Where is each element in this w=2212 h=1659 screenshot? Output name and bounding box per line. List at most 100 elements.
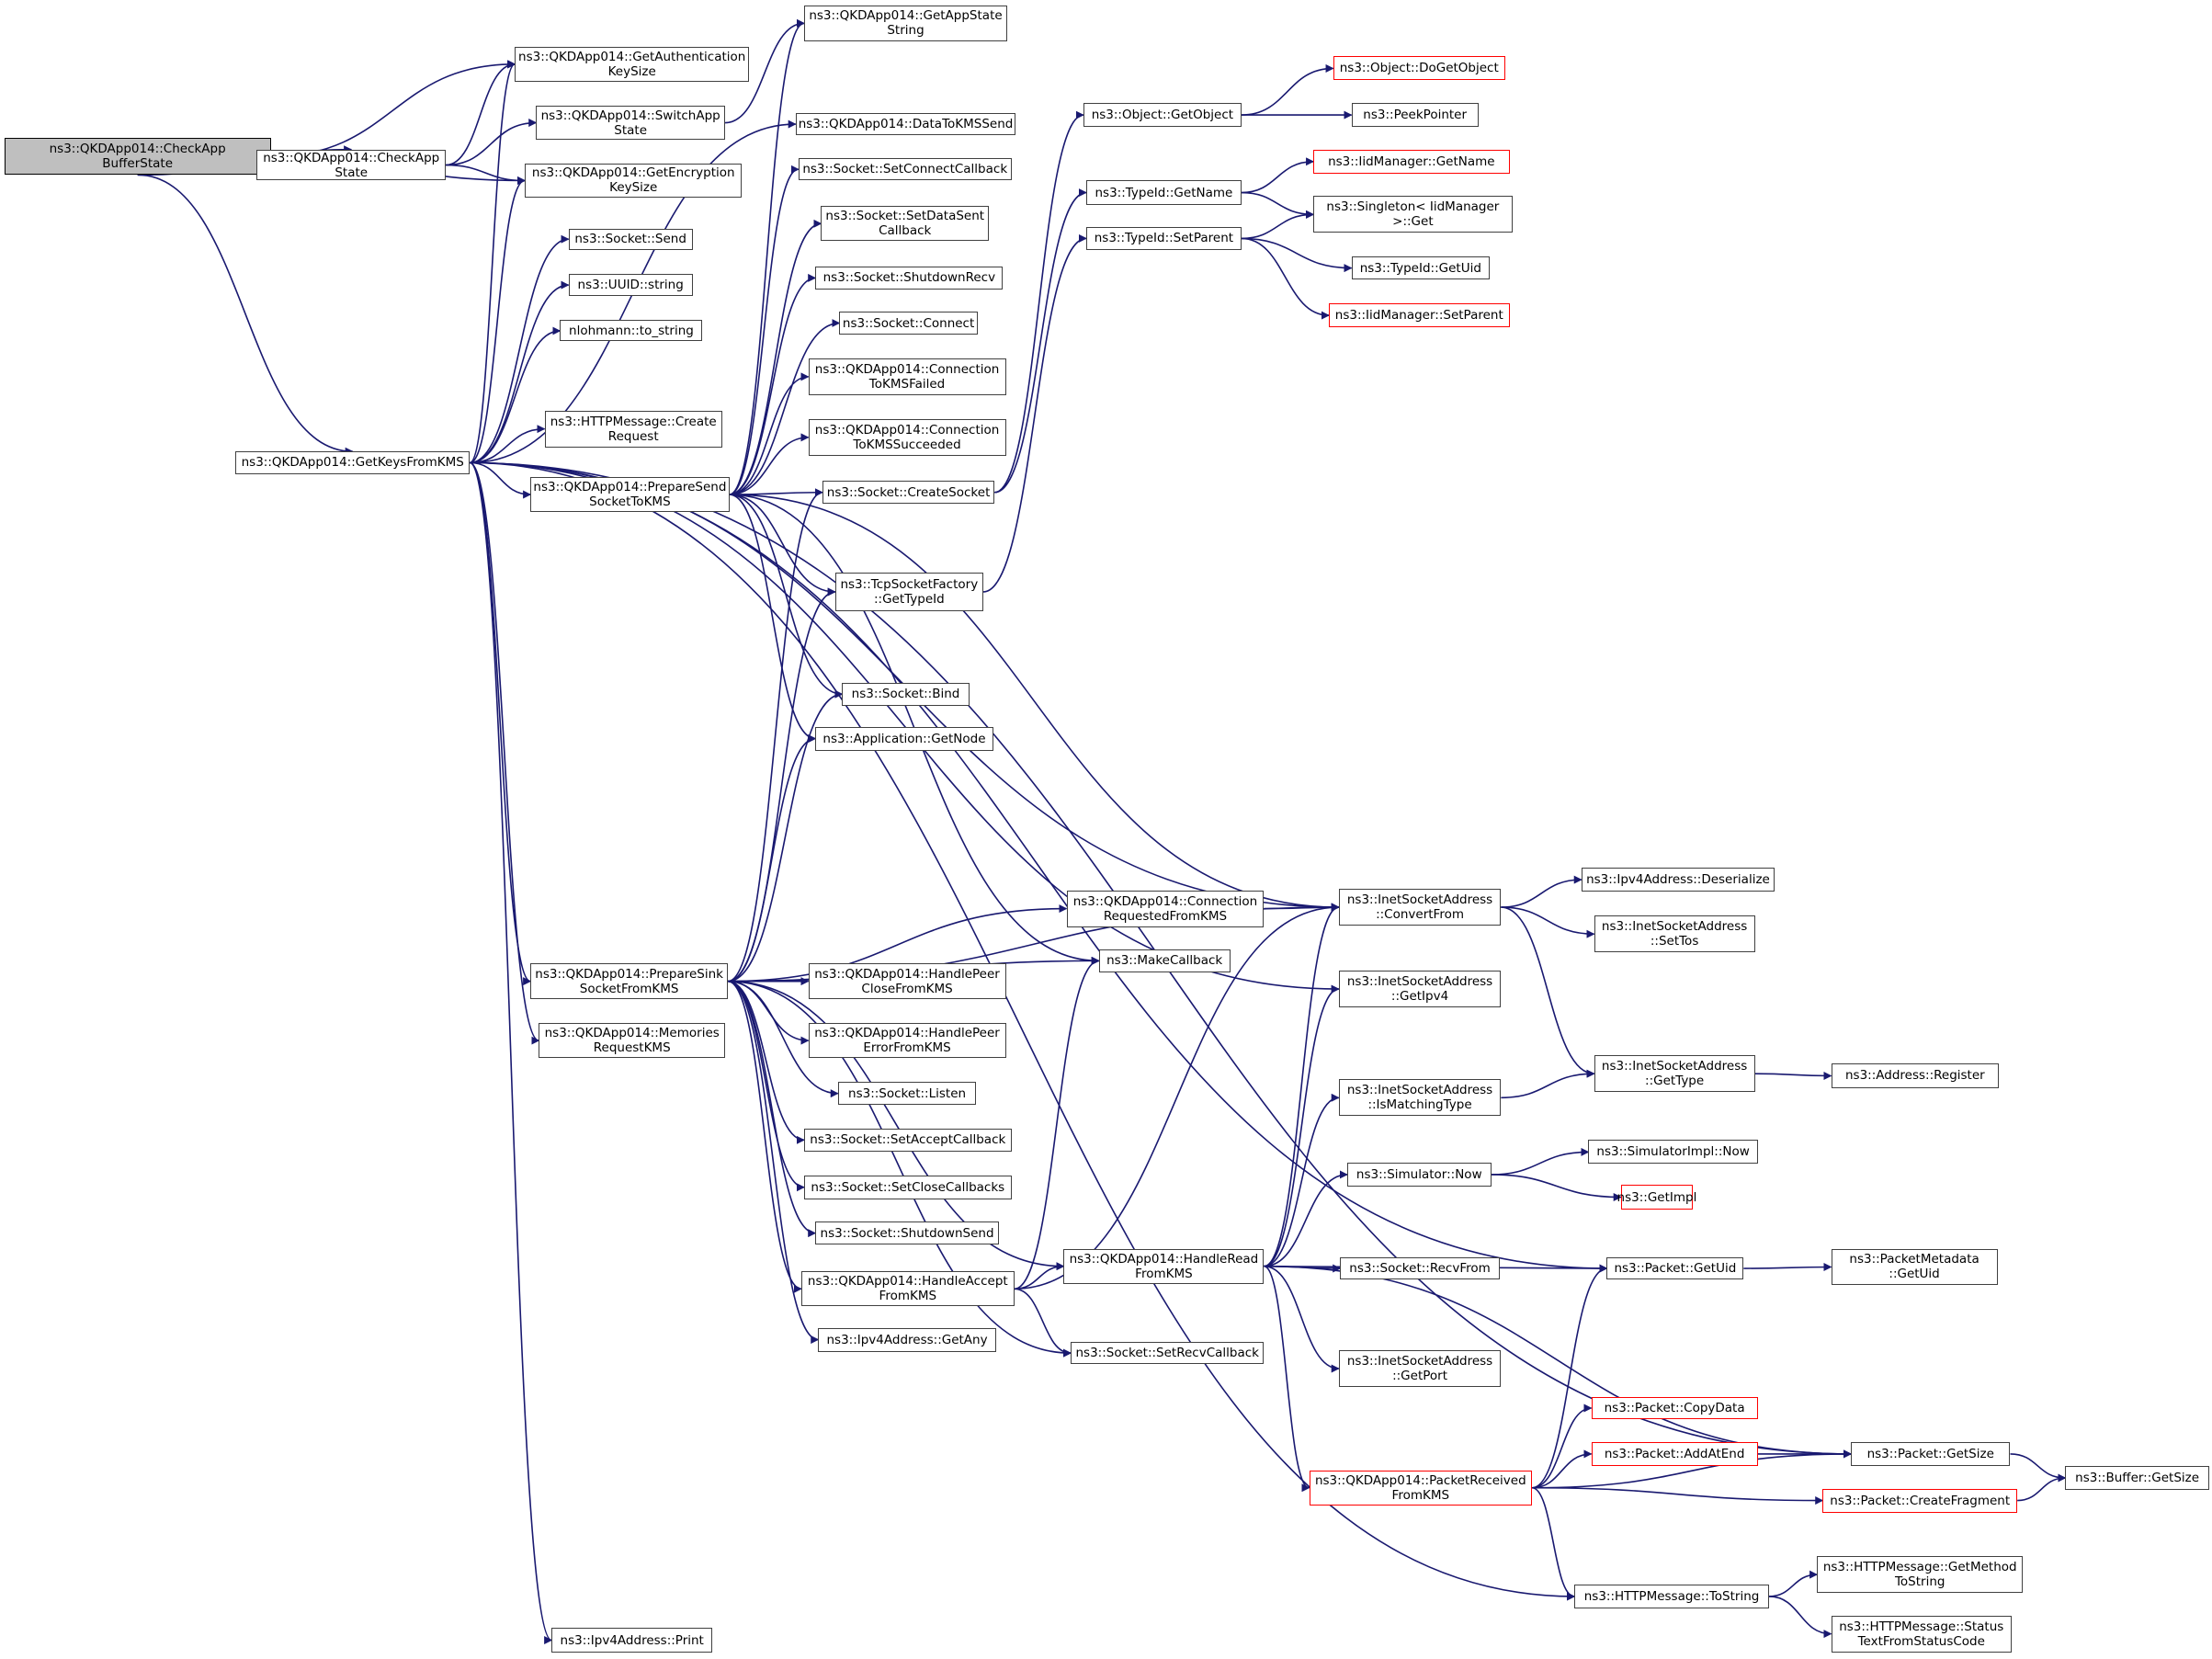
node-set-connect-callback[interactable]: ns3::Socket::SetConnectCallback xyxy=(798,157,1012,181)
node-set-recv-callback[interactable]: ns3::Socket::SetRecvCallback xyxy=(1071,1341,1265,1365)
node-set-accept-callback[interactable]: ns3::Socket::SetAcceptCallback xyxy=(803,1129,1012,1152)
node-get-type[interactable]: ns3::InetSocketAddress ::GetType xyxy=(1594,1055,1755,1093)
node-buffer-get-size[interactable]: ns3::Buffer::GetSize xyxy=(2065,1465,2209,1491)
node-nlohmann-to-string[interactable]: nlohmann::to_string xyxy=(560,320,703,342)
node-packet-get-uid[interactable]: ns3::Packet::GetUid xyxy=(1606,1256,1744,1280)
node-simulator-impl-now[interactable]: ns3::SimulatorImpl::Now xyxy=(1588,1140,1758,1165)
node-packet-received[interactable]: ns3::QKDApp014::PacketReceived FromKMS xyxy=(1309,1470,1533,1506)
node-label: ns3::Socket::SetConnectCallback xyxy=(802,162,1008,177)
edge-check-app-state-to-switch-app-state xyxy=(446,119,538,166)
node-get-ipv4[interactable]: ns3::InetSocketAddress ::GetIpv4 xyxy=(1338,971,1502,1008)
node-ipv4-deserialize[interactable]: ns3::Ipv4Address::Deserialize xyxy=(1581,868,1775,892)
edge-prepare-sink-to-get-node xyxy=(728,734,817,983)
node-copy-data[interactable]: ns3::Packet::CopyData xyxy=(1591,1396,1758,1420)
node-type-id-set-parent[interactable]: ns3::TypeId::SetParent xyxy=(1086,227,1242,250)
node-singleton-get[interactable]: ns3::Singleton< IidManager >::Get xyxy=(1313,196,1513,233)
node-label: ns3::SimulatorImpl::Now xyxy=(1596,1144,1750,1160)
edge-prepare-sink-to-socket-bind xyxy=(728,689,844,983)
edge-prepare-sink-to-ipv4-get-any xyxy=(727,980,820,1344)
node-make-callback[interactable]: ns3::MakeCallback xyxy=(1098,949,1231,972)
node-label: nlohmann::to_string xyxy=(569,323,694,338)
node-packet-get-size[interactable]: ns3::Packet::GetSize xyxy=(1851,1441,2011,1466)
node-get-port[interactable]: ns3::InetSocketAddress ::GetPort xyxy=(1338,1350,1502,1387)
node-label: ns3::Simulator::Now xyxy=(1356,1166,1482,1182)
node-peek-pointer[interactable]: ns3::PeekPointer xyxy=(1351,103,1479,128)
node-iid-set-parent[interactable]: ns3::IidManager::SetParent xyxy=(1329,303,1510,328)
edge-get-keys-from-kms-to-memories-request xyxy=(469,461,540,1045)
node-create-request[interactable]: ns3::HTTPMessage::Create Request xyxy=(544,410,722,448)
node-get-node[interactable]: ns3::Application::GetNode xyxy=(815,726,993,751)
node-simulator-now[interactable]: ns3::Simulator::Now xyxy=(1346,1162,1492,1187)
node-label: ns3::QKDApp014::HandlePeer CloseFromKMS xyxy=(814,966,1000,996)
node-uuid-string[interactable]: ns3::UUID::string xyxy=(568,273,693,297)
node-socket-bind[interactable]: ns3::Socket::Bind xyxy=(842,682,970,706)
node-do-get-object[interactable]: ns3::Object::DoGetObject xyxy=(1333,56,1505,81)
node-get-object[interactable]: ns3::Object::GetObject xyxy=(1083,103,1242,128)
edge-handle-read-to-packet-received xyxy=(1264,1265,1310,1493)
node-conn-failed[interactable]: ns3::QKDApp014::Connection ToKMSFailed xyxy=(808,358,1006,395)
edge-create-socket-to-get-object xyxy=(994,110,1084,494)
node-type-id-get-name[interactable]: ns3::TypeId::GetName xyxy=(1086,180,1242,205)
node-set-data-sent-callback[interactable]: ns3::Socket::SetDataSent Callback xyxy=(821,206,990,242)
node-create-socket[interactable]: ns3::Socket::CreateSocket xyxy=(822,481,995,504)
node-status-text[interactable]: ns3::HTTPMessage::Status TextFromStatusC… xyxy=(1831,1615,2012,1653)
node-label: ns3::QKDApp014::PrepareSend SocketToKMS xyxy=(533,480,727,510)
node-set-close-callbacks[interactable]: ns3::Socket::SetCloseCallbacks xyxy=(803,1175,1012,1199)
node-conn-requested[interactable]: ns3::QKDApp014::Connection RequestedFrom… xyxy=(1066,890,1265,927)
edge-convert-from-to-set-tos xyxy=(1501,906,1595,938)
node-convert-from[interactable]: ns3::InetSocketAddress ::ConvertFrom xyxy=(1338,889,1502,926)
edge-packet-received-to-http-to-string xyxy=(1531,1486,1576,1601)
node-http-to-string[interactable]: ns3::HTTPMessage::ToString xyxy=(1574,1584,1769,1608)
node-type-id-get-uid[interactable]: ns3::TypeId::GetUid xyxy=(1351,256,1491,279)
edge-get-keys-from-kms-to-socket-send xyxy=(470,234,570,464)
node-metadata-get-uid[interactable]: ns3::PacketMetadata ::GetUid xyxy=(1831,1248,1998,1286)
node-get-impl[interactable]: ns3::GetImpl xyxy=(1617,1185,1696,1210)
node-is-matching-type[interactable]: ns3::InetSocketAddress ::IsMatchingType xyxy=(1338,1079,1502,1117)
node-data-to-kmssend[interactable]: ns3::QKDApp014::DataToKMSSend xyxy=(795,112,1016,136)
node-get-enc-key-size[interactable]: ns3::QKDApp014::GetEncryption KeySize xyxy=(525,164,743,198)
node-shutdown-send[interactable]: ns3::Socket::ShutdownSend xyxy=(815,1222,999,1244)
node-recv-from[interactable]: ns3::Socket::RecvFrom xyxy=(1340,1256,1500,1280)
node-conn-succeeded[interactable]: ns3::QKDApp014::Connection ToKMSSucceede… xyxy=(808,418,1006,456)
node-ipv4-print[interactable]: ns3::Ipv4Address::Print xyxy=(551,1628,713,1653)
node-tcp-get-type-id[interactable]: ns3::TcpSocketFactory ::GetTypeId xyxy=(834,573,983,611)
node-label: ns3::QKDApp014::GetEncryption KeySize xyxy=(531,165,735,196)
node-prepare-sink[interactable]: ns3::QKDApp014::PrepareSink SocketFromKM… xyxy=(530,963,729,999)
edge-type-id-set-parent-to-type-id-get-uid xyxy=(1241,237,1353,273)
edge-get-type-to-address-register xyxy=(1754,1071,1832,1080)
node-label: ns3::Socket::RecvFrom xyxy=(1349,1261,1491,1277)
node-handle-read[interactable]: ns3::QKDApp014::HandleRead FromKMS xyxy=(1063,1248,1265,1284)
node-add-at-end[interactable]: ns3::Packet::AddAtEnd xyxy=(1591,1441,1758,1466)
node-shutdown-recv[interactable]: ns3::Socket::ShutdownRecv xyxy=(815,267,1004,290)
node-handle-accept[interactable]: ns3::QKDApp014::HandleAccept FromKMS xyxy=(800,1271,1015,1307)
node-handle-peer-close[interactable]: ns3::QKDApp014::HandlePeer CloseFromKMS xyxy=(808,963,1006,999)
node-address-register[interactable]: ns3::Address::Register xyxy=(1831,1063,2000,1088)
node-iid-get-name[interactable]: ns3::IidManager::GetName xyxy=(1313,149,1510,174)
node-create-fragment[interactable]: ns3::Packet::CreateFragment xyxy=(1822,1488,2018,1513)
node-set-tos[interactable]: ns3::InetSocketAddress ::SetTos xyxy=(1594,915,1755,953)
node-get-keys-from-kms[interactable]: ns3::QKDApp014::GetKeysFromKMS xyxy=(235,451,471,474)
node-switch-app-state[interactable]: ns3::QKDApp014::SwitchApp State xyxy=(536,106,726,140)
node-get-auth-key-size[interactable]: ns3::QKDApp014::GetAuthentication KeySiz… xyxy=(515,46,750,83)
edge-packet-received-to-create-fragment xyxy=(1532,1486,1824,1506)
node-label: ns3::Application::GetNode xyxy=(822,731,986,746)
node-prepare-send[interactable]: ns3::QKDApp014::PrepareSend SocketToKMS xyxy=(530,476,730,513)
node-memories-request[interactable]: ns3::QKDApp014::Memories RequestKMS xyxy=(539,1022,726,1059)
node-label: ns3::Socket::Connect xyxy=(842,315,975,331)
node-label: ns3::QKDApp014::CheckApp State xyxy=(263,150,440,180)
node-get-method-to-string[interactable]: ns3::HTTPMessage::GetMethod ToString xyxy=(1817,1556,2024,1594)
node-socket-connect[interactable]: ns3::Socket::Connect xyxy=(839,312,978,335)
edge-prepare-sink-to-set-accept-callback xyxy=(728,980,805,1144)
node-check-app-state[interactable]: ns3::QKDApp014::CheckApp State xyxy=(256,149,447,181)
edge-check-app-state-to-get-enc-key-size xyxy=(446,164,526,185)
node-handle-peer-error[interactable]: ns3::QKDApp014::HandlePeer ErrorFromKMS xyxy=(808,1022,1006,1059)
node-socket-listen[interactable]: ns3::Socket::Listen xyxy=(837,1082,977,1105)
node-label: ns3::QKDApp014::GetAppState String xyxy=(809,8,1003,39)
edge-http-to-string-to-get-method-to-string xyxy=(1768,1570,1819,1597)
node-ipv4-get-any[interactable]: ns3::Ipv4Address::GetAny xyxy=(818,1327,996,1352)
edge-check-app-state-to-get-auth-key-size xyxy=(446,60,516,166)
node-get-app-state-string[interactable]: ns3::QKDApp014::GetAppState String xyxy=(803,6,1008,41)
node-label: ns3::Object::DoGetObject xyxy=(1339,61,1499,76)
node-socket-send[interactable]: ns3::Socket::Send xyxy=(568,228,693,250)
node-label: ns3::InetSocketAddress ::ConvertFrom xyxy=(1346,892,1493,923)
